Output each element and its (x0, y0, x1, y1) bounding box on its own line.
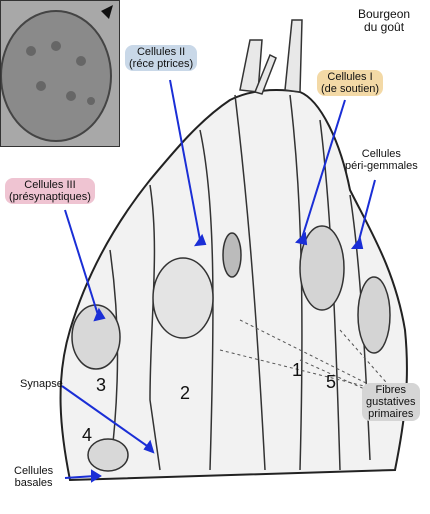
label-cells-ii-line1: Cellules II (136, 46, 186, 58)
label-arrows (61, 79, 376, 483)
label-perigemmal-line1: Cellules (361, 148, 401, 160)
label-perigemmal: Cellules péri-gemmales (345, 148, 418, 172)
microvilli (239, 19, 303, 95)
nuclei (71, 225, 391, 472)
label-synapse: Synapse (20, 378, 63, 390)
label-fibres-line1: Fibres (375, 384, 407, 396)
cell-number-5: 5 (326, 372, 337, 392)
label-fibres-line3: primaires (368, 408, 414, 420)
label-cells-i-line1: Cellules I (327, 71, 373, 83)
label-fibres: Fibres gustatives primaires (362, 383, 420, 421)
label-fibres-line2: gustatives (366, 396, 416, 408)
cell-number-2: 2 (180, 383, 191, 403)
title: Bourgeon du goût (358, 8, 410, 34)
label-cells-ii-line2: (réce ptrices) (129, 58, 194, 70)
micrograph-inset (0, 0, 120, 147)
title-line1: Bourgeon (358, 7, 411, 21)
label-basal: Cellules basales (14, 465, 53, 489)
label-cells-iii-line2: (présynaptiques) (9, 191, 91, 203)
label-cells-iii-line1: Cellules III (24, 179, 76, 191)
arrow-icon (101, 5, 113, 19)
label-cells-iii: Cellules III (présynaptiques) (5, 178, 95, 204)
cell-number-3: 3 (96, 375, 107, 395)
label-cells-i: Cellules I (de soutien) (317, 70, 384, 96)
label-perigemmal-line2: péri-gemmales (345, 160, 418, 172)
label-cells-ii: Cellules II (réce ptrices) (125, 45, 198, 71)
label-cells-i-line2: (de soutien) (321, 83, 380, 95)
title-line2: du goût (364, 20, 405, 34)
micrograph-image (1, 1, 119, 146)
label-basal-line2: basales (14, 477, 53, 489)
cell-number-1: 1 (292, 360, 303, 380)
label-basal-line1: Cellules (14, 465, 54, 477)
cell-number-4: 4 (82, 425, 93, 445)
